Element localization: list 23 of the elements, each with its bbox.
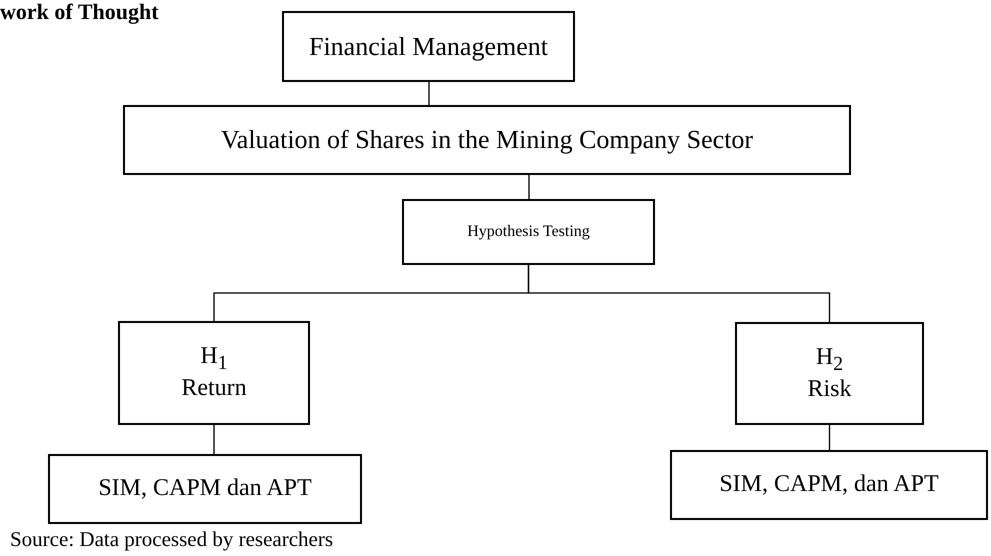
node-text: Return [181,375,247,403]
node-text: H$_{2}$ [816,344,844,376]
connector-line [528,175,530,199]
topic-box [123,105,851,175]
connector-line [528,265,830,322]
connector-line [828,425,830,450]
node-text: H$_{1}$ [200,343,228,376]
connector-line [428,82,430,105]
node-text: Valuation of Shares in the Mining Company Sector [220,125,754,155]
node-text: Hypothesis Testing [467,222,590,242]
diagram-title: work of Thought [0,0,159,24]
process-box [402,199,655,265]
main-topic-box [282,11,575,82]
source-note: Source: Data processed by researchers [10,527,334,552]
node-text: SIM, CAPM dan APT [98,475,312,503]
method-box [48,454,362,524]
method-box [670,450,988,520]
node-text: Financial Management [309,32,548,62]
node-text: SIM, CAPM, dan APT [719,471,939,499]
connector-line [213,425,215,454]
hypothesis-box [118,321,310,425]
node-text: Risk [807,376,852,404]
hypothesis-box [735,322,924,425]
